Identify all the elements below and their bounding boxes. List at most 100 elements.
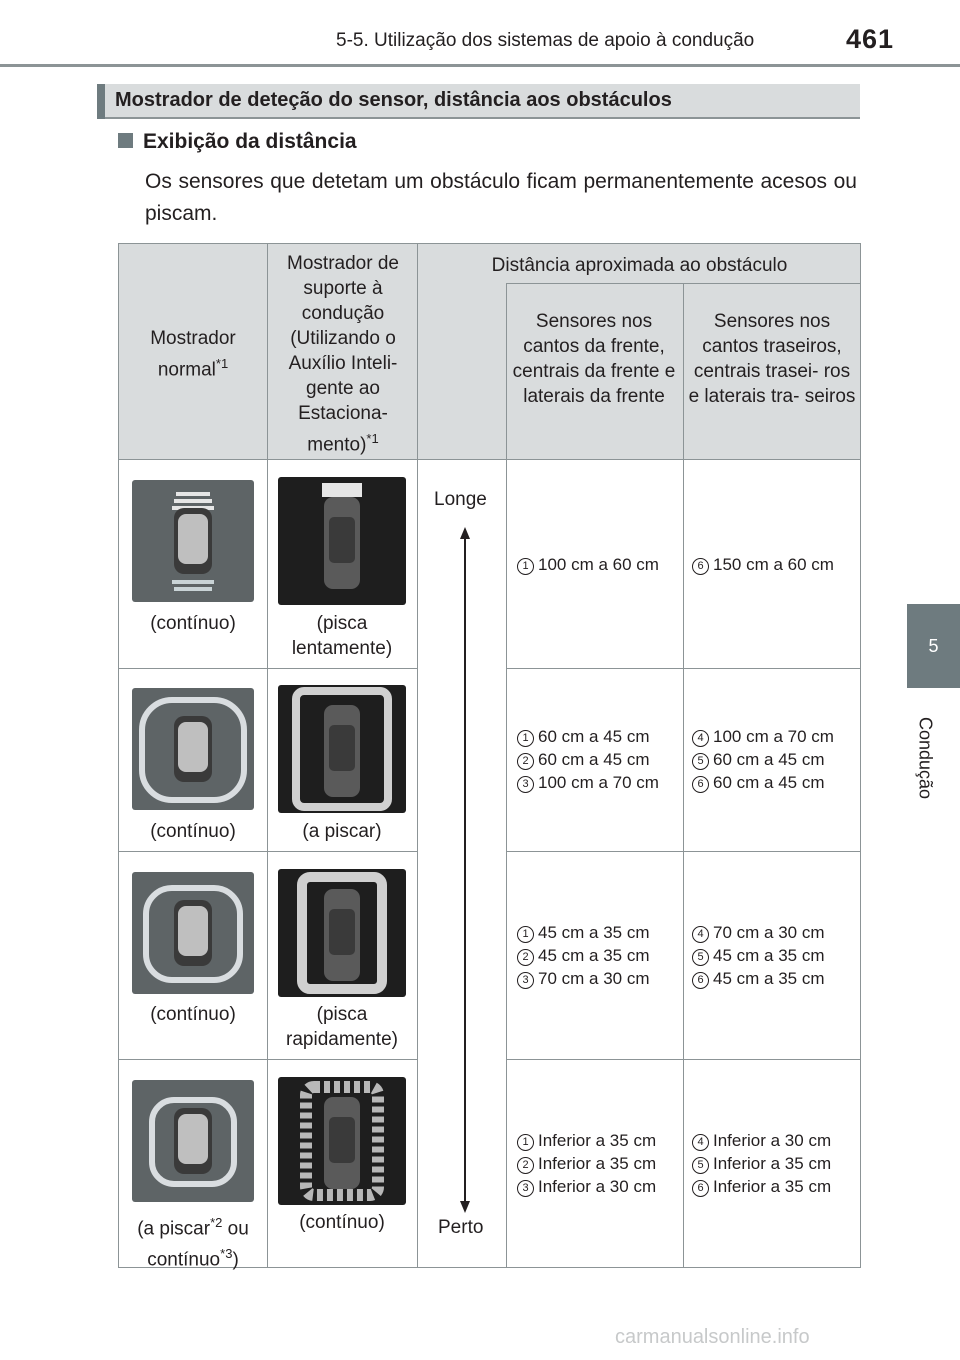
col-normal-header-text: Mostrador normal [150, 328, 236, 381]
table-border-left [118, 243, 119, 1268]
distance-value: 100 cm a 70 cm [713, 727, 834, 746]
subsection-title: Exibição da distância [143, 130, 357, 153]
watermark: carmanualsonline.info [615, 1326, 810, 1348]
car-sensor-icon [143, 885, 243, 983]
sensor-number-icon: 6 [692, 776, 709, 793]
sensor-number-icon: 1 [517, 926, 534, 943]
normal-display-icon [132, 872, 254, 994]
row-divider [118, 668, 418, 669]
assist-display-icon [278, 477, 406, 605]
assist-display-icon [278, 869, 406, 997]
sensor-number-icon: 4 [692, 730, 709, 747]
distance-value: Inferior a 35 cm [713, 1177, 832, 1196]
normal-caption: (contínuo) [150, 821, 236, 842]
distance-table: Mostrador normal*1 Mostrador de suporte … [118, 243, 861, 1271]
table-border-right [860, 243, 861, 1268]
section-title-bar: Mostrador de deteção do sensor, distânci… [97, 84, 860, 119]
distance-value: 60 cm a 45 cm [713, 773, 825, 792]
arrow-label-far: Longe [434, 489, 487, 510]
distance-value: 70 cm a 30 cm [538, 969, 650, 988]
row-divider [507, 668, 861, 669]
section-title: Mostrador de deteção do sensor, distânci… [115, 89, 672, 111]
distance-value: Inferior a 35 cm [538, 1131, 657, 1150]
col-divider [683, 283, 684, 1268]
rear-sensors-header: Sensores nos cantos traseiros, centrais … [688, 311, 856, 407]
sensor-number-icon: 1 [517, 558, 534, 575]
sensor-number-icon: 5 [692, 949, 709, 966]
distance-value: 100 cm a 70 cm [538, 773, 659, 792]
car-topview-icon [297, 872, 387, 994]
distance-value: 150 cm a 60 cm [713, 555, 834, 574]
col-normal-header: Mostrador normal*1 [118, 326, 268, 382]
distance-value: 60 cm a 45 cm [538, 750, 650, 769]
normal-display-icon [132, 480, 254, 602]
row-divider [507, 283, 861, 284]
row-divider [118, 1059, 418, 1060]
assist-caption: (contínuo) [299, 1212, 385, 1233]
arrow-label-near: Perto [438, 1217, 484, 1238]
distance-value: 60 cm a 45 cm [538, 727, 650, 746]
row-divider [507, 851, 861, 852]
col-assist-header-text: Mostrador de suporte à condução (Utiliza… [287, 253, 399, 456]
subsection-heading: Exibição da distância [118, 130, 357, 154]
distance-value: 60 cm a 45 cm [713, 750, 825, 769]
double-arrow-icon [460, 527, 470, 1213]
sensor-number-icon: 3 [517, 972, 534, 989]
sensor-number-icon: 6 [692, 972, 709, 989]
sensor-number-icon: 3 [517, 776, 534, 793]
caption-part: (a piscar [137, 1218, 211, 1240]
sensor-number-icon: 2 [517, 753, 534, 770]
col-divider [267, 243, 268, 1268]
chapter-number: 5 [928, 635, 939, 656]
header-rule [0, 64, 960, 67]
car-topview-icon [292, 687, 392, 811]
sensor-number-icon: 6 [692, 558, 709, 575]
sensor-number-icon: 4 [692, 926, 709, 943]
front-sensors-header: Sensores nos cantos da frente, centrais … [512, 311, 676, 407]
chapter-tab: 5 [907, 604, 960, 688]
car-topview-icon [322, 483, 362, 589]
sensor-number-icon: 1 [517, 1134, 534, 1151]
page-number: 461 [846, 24, 895, 54]
col-divider [417, 243, 418, 1268]
row-divider [507, 1059, 861, 1060]
col-divider [506, 283, 507, 1268]
section-accent [97, 84, 105, 119]
row-divider [118, 459, 861, 460]
sensor-number-icon: 3 [517, 1180, 534, 1197]
assist-caption: (pisca lentamente) [291, 613, 393, 659]
assist-caption: (pisca rapidamente) [286, 1004, 398, 1050]
distance-value: Inferior a 35 cm [538, 1154, 657, 1173]
body-paragraph: Os sensores que detetam um obstáculo fic… [145, 170, 857, 225]
sensor-number-icon: 1 [517, 730, 534, 747]
table-border-top [118, 243, 861, 244]
col-assist-footnote: *1 [366, 431, 379, 446]
car-sensor-icon [139, 697, 247, 803]
caption-part: ou contínuo [147, 1218, 249, 1271]
square-bullet-icon [118, 133, 133, 148]
chapter-label: Condução [915, 716, 936, 800]
